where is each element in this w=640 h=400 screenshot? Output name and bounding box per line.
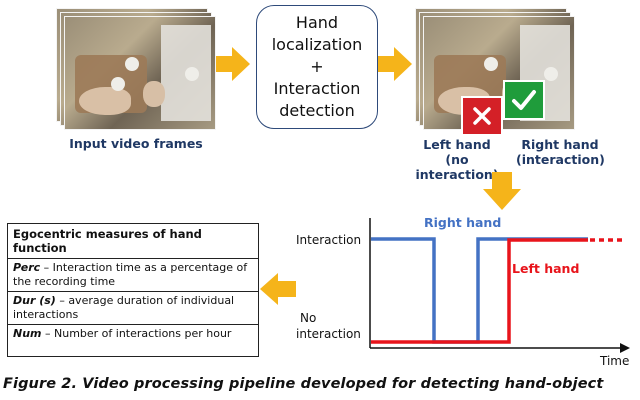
output-frames-stack	[415, 8, 575, 136]
interaction-check-icon	[503, 80, 545, 120]
figure-caption: Figure 2. Video processing pipeline deve…	[3, 376, 604, 392]
input-frames-stack	[56, 8, 216, 134]
measure-text: – average duration of individual interac…	[13, 294, 235, 321]
down-arrow-icon	[483, 172, 521, 210]
measures-table: Egocentric measures of hand function Per…	[7, 223, 259, 357]
y-bottom-label: No	[300, 311, 316, 325]
right-hand-series	[371, 237, 588, 344]
measure-text: – Interaction time as a percentage of th…	[13, 261, 248, 288]
left-hand-label: Left hand	[423, 137, 491, 152]
right-hand-label: Right hand	[521, 137, 599, 152]
process-line: Interaction	[273, 79, 361, 98]
left-hand-sub-label: (no interaction)	[415, 152, 499, 182]
measure-term: Num	[13, 327, 42, 340]
right-hand-sub-label: (interaction)	[516, 152, 605, 167]
video-frame	[64, 16, 216, 130]
y-bottom-label: interaction	[296, 327, 361, 341]
process-line: localization	[271, 35, 363, 54]
measure-term: Perc	[13, 261, 41, 274]
measure-term: Dur (s)	[13, 294, 56, 307]
right-arrow-icon	[216, 47, 250, 81]
left-hand-series	[371, 238, 588, 344]
right-arrow-icon	[378, 47, 412, 81]
left-arrow-icon	[260, 273, 296, 305]
y-top-label: Interaction	[296, 233, 361, 247]
measure-item: Perc – Interaction time as a percentage …	[8, 259, 258, 292]
process-line: detection	[279, 101, 355, 120]
left-hand-series-label: Left hand	[512, 261, 579, 276]
x-axis-label: Time	[599, 354, 629, 368]
measure-text: – Number of interactions per hour	[41, 327, 232, 340]
interaction-timeline: Interaction No interaction Time Right ha…	[296, 215, 630, 368]
right-hand-series-label: Right hand	[424, 215, 501, 230]
measure-item: Num – Number of interactions per hour	[8, 325, 258, 343]
no-interaction-x-icon	[461, 96, 503, 136]
measures-title: Egocentric measures of hand function	[8, 224, 258, 259]
process-line: +	[310, 57, 324, 76]
process-line: Hand	[295, 13, 339, 32]
left-hand-output-label: Left hand (no interaction)	[408, 137, 506, 182]
right-hand-output-label: Right hand (interaction)	[516, 137, 605, 167]
input-frames-label: Input video frames	[69, 136, 203, 151]
x-axis-arrow-icon	[620, 343, 630, 353]
processing-box: Hand localization + Interaction detectio…	[256, 5, 378, 129]
measure-item: Dur (s) – average duration of individual…	[8, 292, 258, 325]
